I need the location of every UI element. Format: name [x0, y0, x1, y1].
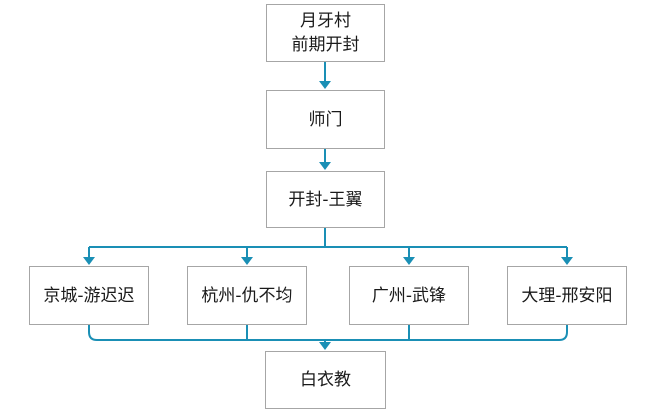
node-shimen-label: 师门: [308, 109, 343, 130]
arrowhead-hangzhou: [241, 257, 253, 265]
node-jingcheng-label: 京城-游迟迟: [43, 285, 135, 306]
arrowheads: [83, 81, 573, 350]
arrowhead-baiyijiao: [319, 342, 331, 350]
connector-lines: [88, 62, 568, 343]
node-kaifeng-label: 开封-王翼: [288, 189, 363, 210]
arrowhead-dali: [561, 257, 573, 265]
arrowhead-jingcheng: [83, 257, 95, 265]
node-baiyijiao-label: 白衣教: [300, 370, 351, 390]
merge-bus-bottom: [88, 325, 568, 341]
node-start-label: 月牙村 前期开封: [291, 11, 360, 55]
node-kaifeng: 开封-王翼: [266, 171, 385, 228]
flow-connectors: [83, 62, 573, 350]
arrowhead-kaifeng: [319, 162, 331, 170]
node-start: 月牙村 前期开封: [266, 4, 385, 62]
node-guangzhou-label: 广州-武锋: [371, 285, 447, 306]
node-dali-label: 大理-邢安阳: [521, 285, 613, 306]
node-hangzhou: 杭州-仇不均: [187, 266, 307, 325]
node-hangzhou-label: 杭州-仇不均: [201, 285, 293, 306]
arrowhead-guangzhou: [403, 257, 415, 265]
node-dali: 大理-邢安阳: [507, 266, 627, 325]
node-shimen: 师门: [266, 90, 385, 149]
node-jingcheng: 京城-游迟迟: [29, 266, 149, 325]
node-guangzhou: 广州-武锋: [349, 266, 469, 325]
arrowhead-shimen: [319, 81, 331, 89]
node-baiyijiao: 白衣教: [265, 351, 386, 409]
